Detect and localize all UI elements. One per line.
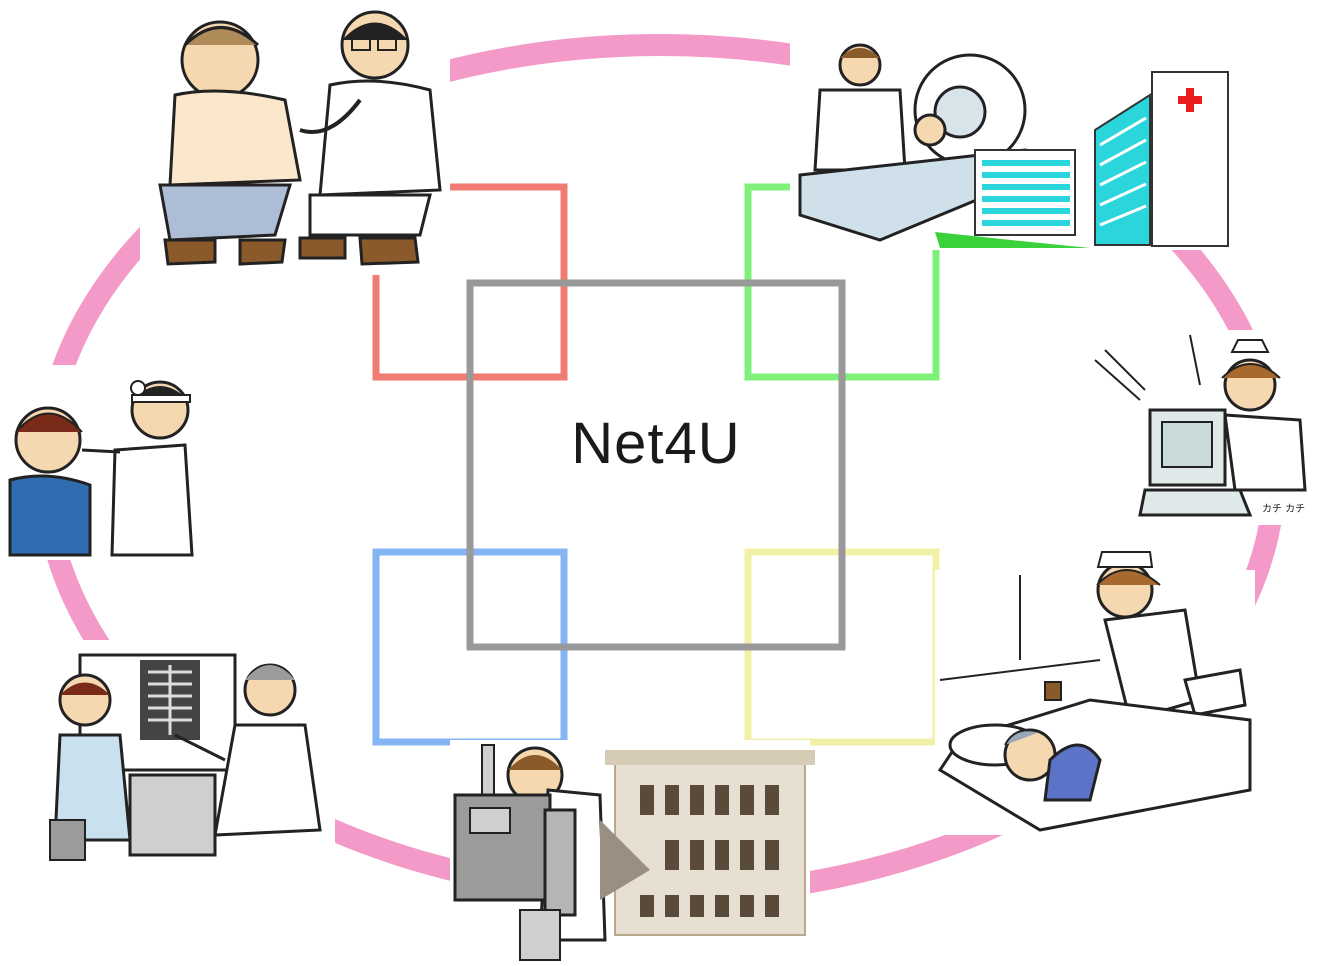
xray-technician-building-icon [450,740,815,966]
nurse-computer-icon [1094,330,1310,525]
eye-examination-icon [5,365,195,560]
nurse-home-care-icon [935,551,1255,835]
keyboard-sound-text: カチ カチ [1262,503,1305,515]
net4u-title: Net4U [571,411,741,476]
doctor-stethoscope-exam-icon [140,0,450,275]
xray-consultation-icon [49,640,335,865]
mri-scan-hospital-icon [790,40,1230,250]
center-square [466,279,846,651]
